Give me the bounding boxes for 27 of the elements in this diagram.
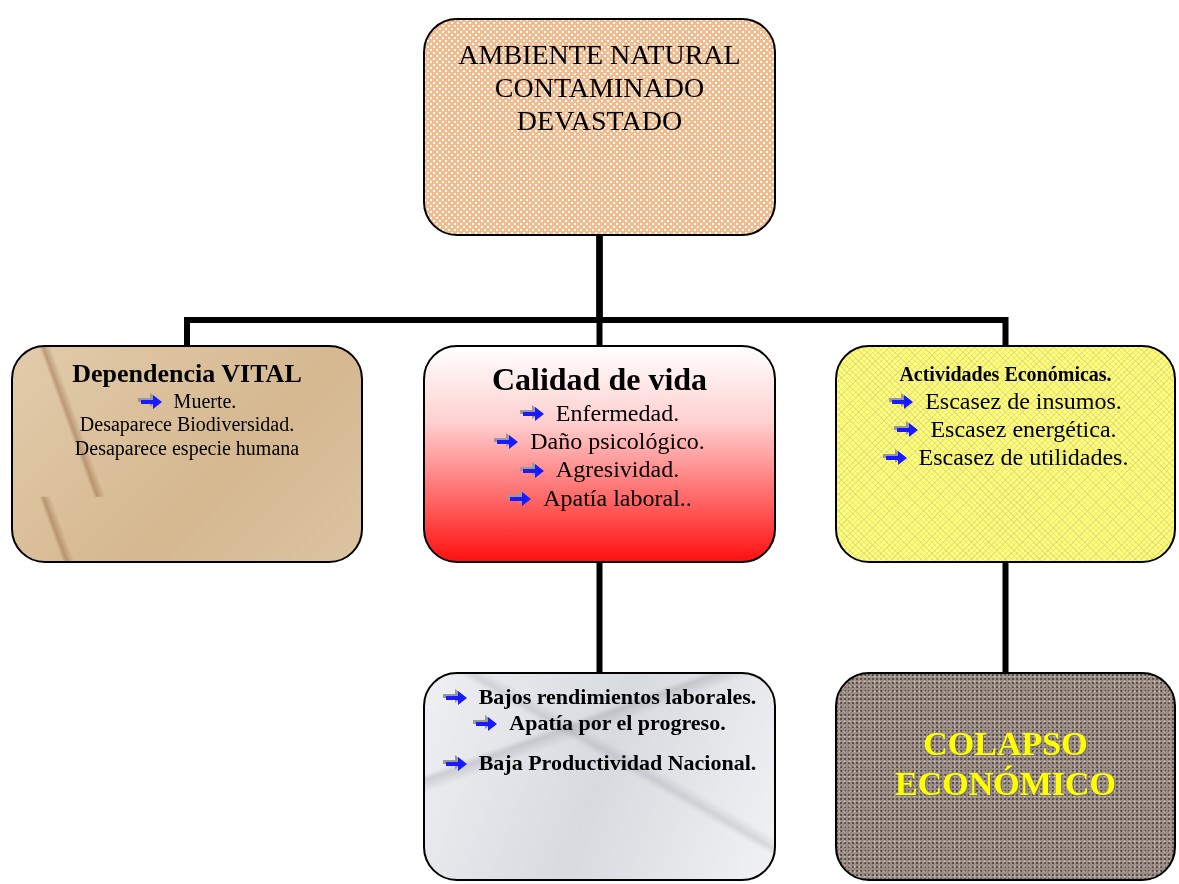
rounded-box — [423, 18, 776, 236]
bullet-text: Bajos rendimientos laborales. — [478, 684, 757, 710]
bullet-text: Muerte. — [173, 389, 237, 414]
bullet-text: Escasez de utilidades. — [918, 443, 1129, 472]
rounded-box — [423, 672, 776, 881]
rounded-box — [11, 345, 363, 563]
connector-line — [1002, 563, 1009, 672]
bullet-text: Apatía laboral.. — [543, 483, 692, 512]
bullet-text: Desaparece especie humana — [74, 436, 300, 461]
heading: COLAPSO ECONÓMICO — [894, 724, 1117, 805]
heading: Calidad de vida — [491, 361, 708, 399]
bullet-text: Enfermedad. — [555, 398, 680, 428]
rounded-box — [835, 672, 1176, 881]
rounded-box — [835, 345, 1176, 563]
bullet-text: Desaparece Biodiversidad. — [79, 413, 295, 437]
heading: Dependencia VITAL — [72, 359, 302, 390]
rounded-box — [423, 345, 776, 563]
connector-line — [596, 563, 603, 672]
heading: AMBIENTE NATURAL CONTAMINADO DEVASTADO — [457, 38, 742, 138]
bullet-text: Escasez energética. — [930, 414, 1117, 444]
heading: Actividades Económicas. — [899, 363, 1112, 387]
connector-line — [596, 236, 1009, 345]
bullet-text: Agresividad. — [555, 455, 680, 484]
bullet-text: Escasez de insumos. — [925, 386, 1122, 415]
bullet-text: Baja Productividad Nacional. — [478, 749, 757, 776]
bullet-text: Daño psicológico. — [530, 427, 705, 456]
bullet-text: Apatía por el progreso. — [509, 709, 726, 736]
